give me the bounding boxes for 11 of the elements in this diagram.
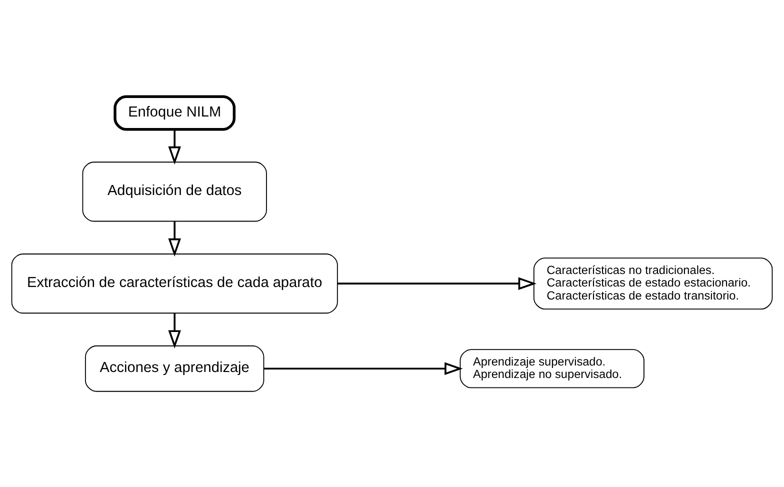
node-box: Acciones y aprendizaje <box>85 344 264 392</box>
node-box: Adquisición de datos <box>82 161 267 222</box>
arrow <box>168 220 181 256</box>
arrow <box>168 128 181 164</box>
node-box: Extracción de características de cada aparato <box>11 253 338 314</box>
arrow <box>168 312 181 348</box>
node-box: Enfoque NILM <box>114 94 236 130</box>
node-box: Características no tradicionales. Características de estado estacionario. Características de estado transitorio. <box>533 257 773 309</box>
arrow <box>337 276 537 290</box>
node-box: Aprendizaje supervisado. Aprendizaje no supervisado. <box>460 348 644 388</box>
arrow <box>264 362 463 374</box>
